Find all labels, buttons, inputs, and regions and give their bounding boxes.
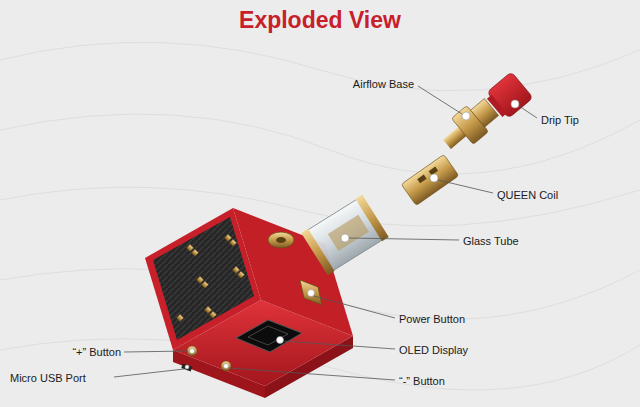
part-label: Drip Tip: [541, 113, 579, 127]
part-label: OLED Display: [399, 343, 468, 357]
queen-coil: [401, 154, 459, 205]
page-title: Exploded View: [0, 6, 640, 34]
drip-tip: [484, 72, 533, 121]
part-label: Glass Tube: [463, 234, 519, 248]
part-label: “-” Button: [399, 374, 445, 388]
part-label: Micro USB Port: [10, 371, 86, 385]
leader-lines: [114, 86, 537, 380]
part-label: “+” Button: [72, 345, 121, 359]
background-texture: [0, 42, 640, 390]
part-label: Power Button: [399, 312, 465, 326]
glass-tube: [301, 195, 389, 276]
part-label: Airflow Base: [353, 77, 414, 91]
part-label: QUEEN Coil: [497, 188, 558, 202]
